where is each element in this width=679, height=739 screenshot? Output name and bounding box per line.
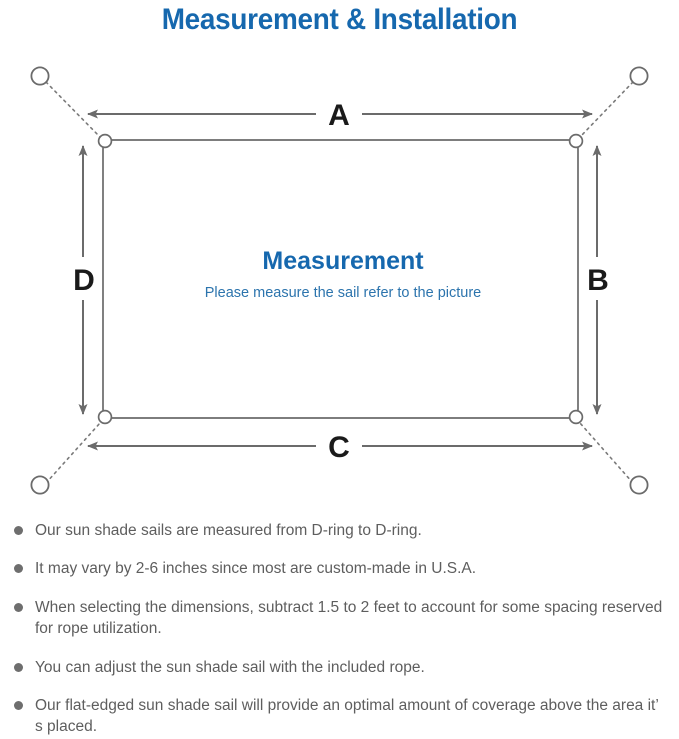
list-item: Our flat-edged sun shade sail will provi…: [14, 695, 663, 738]
dimension-a: A: [87, 99, 593, 132]
rope-lines: [45, 81, 634, 484]
measurement-diagram: A C D B Measurement Please measure the s…: [0, 42, 679, 512]
rope-line-top-right: [579, 81, 634, 138]
anchor-ring-bottom-left: [30, 475, 50, 495]
list-item: Our sun shade sails are measured from D-…: [14, 520, 663, 541]
note-text: Our sun shade sails are measured from D-…: [35, 522, 422, 539]
dimension-label-c: C: [328, 431, 350, 464]
bullet-icon: [14, 700, 23, 710]
note-text: It may vary by 2-6 inches since most are…: [35, 560, 477, 578]
anchor-ring-top-left: [30, 66, 50, 86]
bullet-icon: [14, 602, 23, 612]
anchor-rings: [30, 66, 649, 495]
sail-shape: [102, 139, 579, 419]
dimension-label-a: A: [328, 99, 350, 132]
bullet-icon: [14, 662, 23, 672]
dimension-d: D: [73, 145, 95, 415]
rope-line-bottom-right: [579, 422, 634, 484]
anchor-ring-bottom-right: [629, 475, 649, 495]
diagram-center-subtitle: Please measure the sail refer to the pic…: [205, 285, 481, 301]
note-text: You can adjust the sun shade sail with t…: [35, 658, 425, 676]
note-text: When selecting the dimensions, subtract …: [35, 598, 663, 638]
d-ring-bottom-left: [97, 409, 113, 425]
page-title: Measurement & Installation: [161, 3, 518, 36]
bullet-icon: [14, 564, 23, 574]
list-item: You can adjust the sun shade sail with t…: [14, 657, 663, 678]
dimension-b: B: [587, 145, 609, 415]
diagram-center-title: Measurement: [262, 247, 424, 275]
anchor-ring-top-right: [629, 66, 649, 86]
bullet-icon: [14, 526, 23, 535]
d-ring-bottom-right: [568, 409, 584, 425]
d-ring-top-right: [568, 133, 584, 149]
rope-line-top-left: [45, 81, 101, 138]
d-rings: [97, 133, 584, 425]
notes-list: Our sun shade sails are measured from D-…: [0, 520, 679, 738]
note-text: Our flat-edged sun shade sail will provi…: [35, 696, 659, 736]
dimension-label-b: B: [587, 264, 609, 297]
d-ring-top-left: [97, 133, 113, 149]
dimension-label-d: D: [73, 264, 95, 297]
dimension-c: C: [87, 431, 593, 464]
rope-line-bottom-left: [45, 422, 101, 484]
list-item: It may vary by 2-6 inches since most are…: [14, 558, 663, 579]
list-item: When selecting the dimensions, subtract …: [14, 597, 663, 640]
